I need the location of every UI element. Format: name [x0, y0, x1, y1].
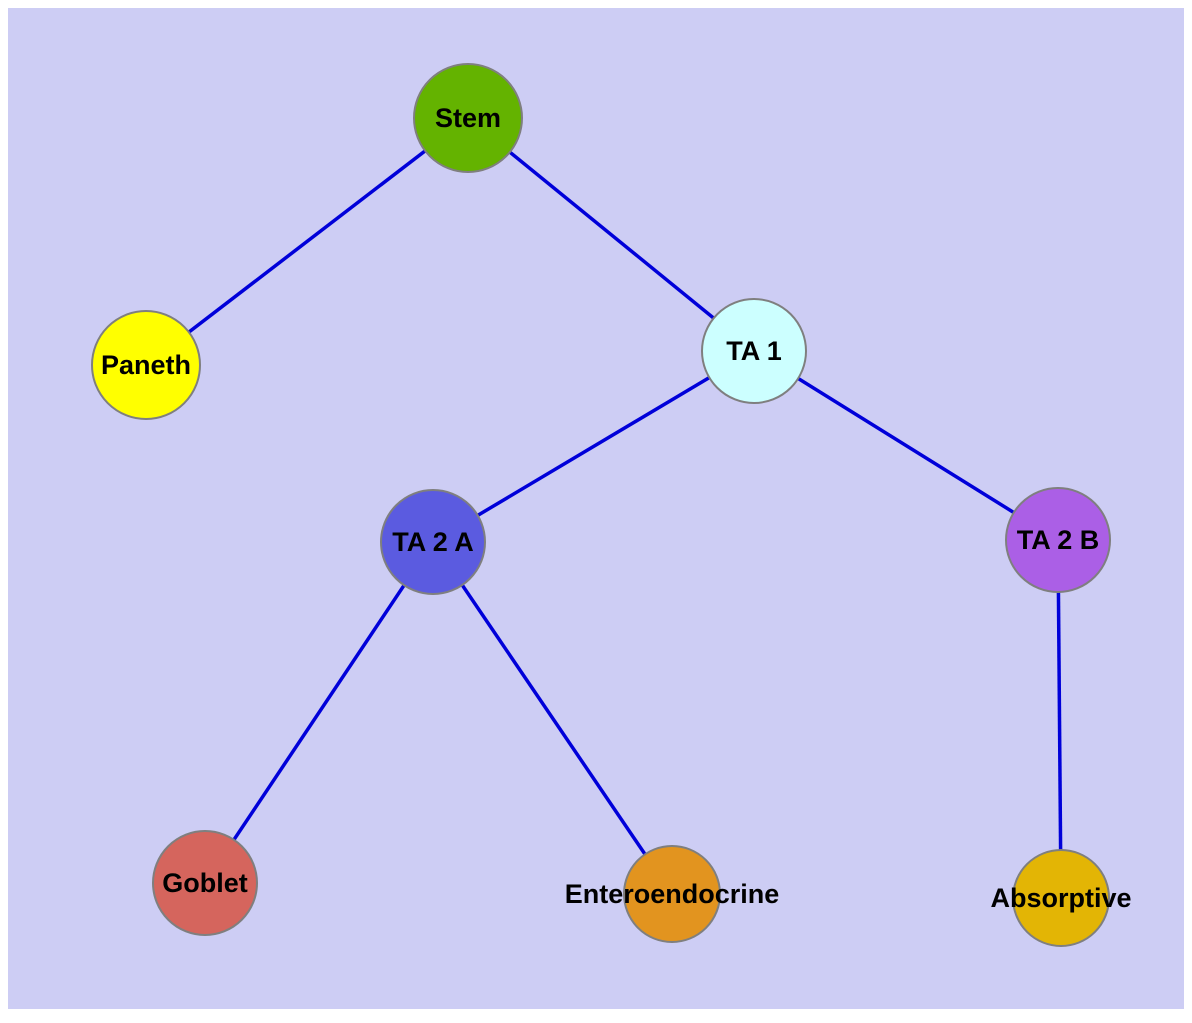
node-enteroendocrine: [623, 845, 721, 943]
edge-ta1-ta2a: [432, 349, 755, 544]
edge-ta1-ta2b: [753, 349, 1059, 542]
node-absorptive: [1012, 849, 1110, 947]
edge-ta2a-goblet: [203, 541, 435, 884]
edge-stem-paneth: [144, 116, 470, 367]
edge-ta2b-absorptive: [1056, 539, 1063, 899]
node-ta2a: [380, 489, 486, 595]
node-ta2b: [1005, 487, 1111, 593]
edge-stem-ta1: [466, 116, 756, 353]
node-stem: [413, 63, 523, 173]
edge-ta2a-enteroendocrine: [431, 541, 674, 895]
node-paneth: [91, 310, 201, 420]
node-goblet: [152, 830, 258, 936]
node-ta1: [701, 298, 807, 404]
